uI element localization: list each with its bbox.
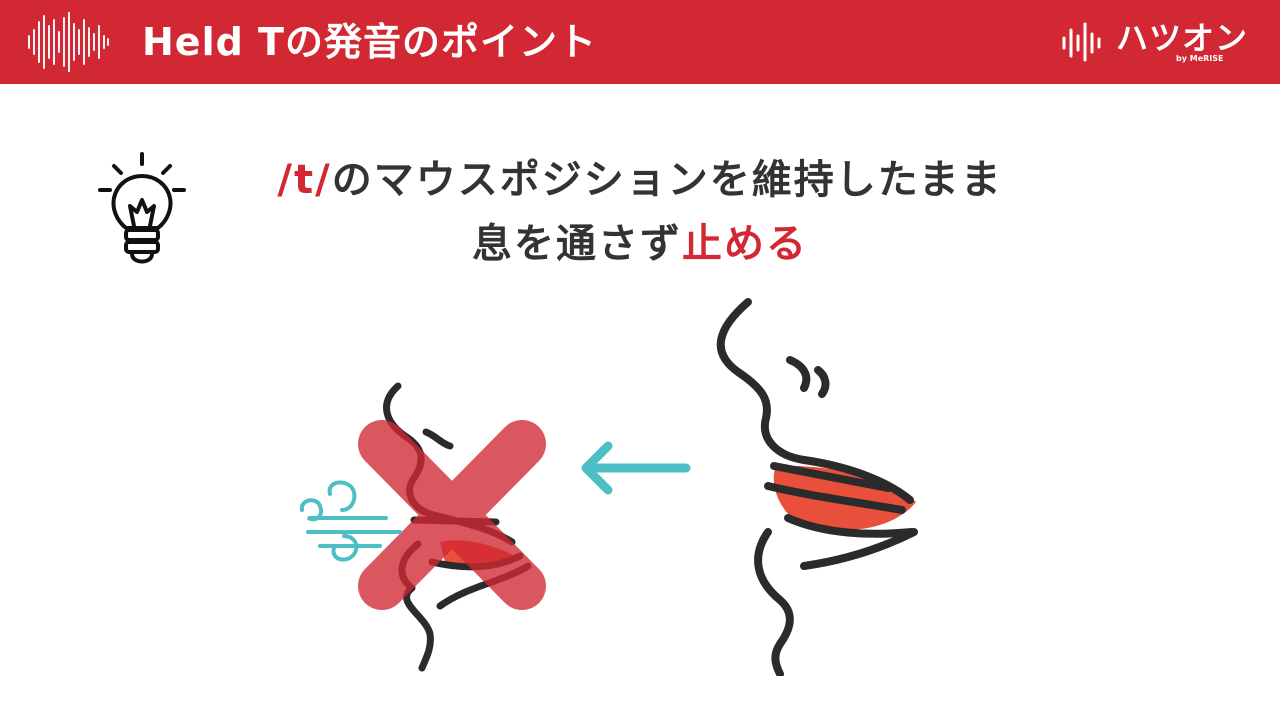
header-bar: Held Tの発音のポイント ハツオン by MeRISE	[0, 0, 1280, 84]
brand-mark-icon	[1062, 22, 1101, 62]
instruction-line-2: 息を通さず止める	[200, 214, 1080, 274]
lightbulb-icon	[98, 152, 186, 264]
brand-name: ハツオン	[1116, 19, 1249, 57]
arrow-left-icon	[581, 441, 691, 495]
face-profile-held-t	[716, 298, 918, 676]
pronunciation-illustration	[299, 298, 918, 676]
instruction-text-1: のマウスポジションを維持したまま	[331, 157, 1003, 203]
page-title: Held Tの発音のポイント	[142, 20, 597, 64]
instruction-text-2: 息を通さず	[472, 221, 682, 267]
sound-wave-icon	[28, 12, 109, 72]
instruction-line-1: /t/のマウスポジションを維持したまま	[200, 150, 1080, 210]
wind-icon	[299, 480, 402, 562]
cross-mark-icon	[358, 420, 546, 610]
brand-logo: ハツオン by MeRISE	[1060, 16, 1250, 70]
emphasis-text: 止める	[682, 221, 808, 267]
brand-byline: by MeRISE	[1176, 54, 1224, 63]
phoneme-label: /t/	[277, 157, 332, 203]
